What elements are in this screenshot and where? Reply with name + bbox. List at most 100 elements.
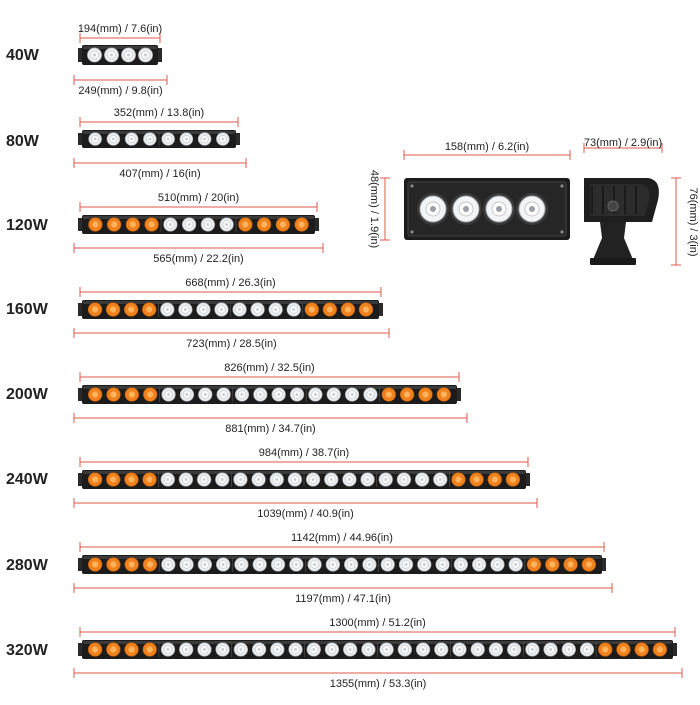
bar-120w-amber-led-icon-10-core [279, 221, 286, 228]
bar-280w-amber-led-icon-0 [88, 557, 103, 572]
bar-120w-amber-led-icon-1-core [111, 221, 118, 228]
bar-320w-amber-led-icon-0-core [92, 646, 99, 653]
bar-280w-amber-led-icon-26-core [567, 561, 574, 568]
bar-120w-white-led-icon-4-core [168, 222, 172, 227]
bar-280w-housing-highlight [83, 556, 601, 559]
bar-280w-white-led-icon-6 [197, 557, 212, 572]
bar-160w-amber-led-icon-12 [304, 302, 319, 317]
bar-320w-amber-led-icon-28-core [602, 646, 609, 653]
bar-120w-end-cap-left [78, 218, 84, 231]
bar-280w-amber-led-icon-1-core [110, 561, 117, 568]
bar-200w-white-led-icon-7 [216, 387, 231, 402]
bar-280w-white-led-icon-10-core [276, 562, 280, 567]
bar-280w-white-led-icon-19 [435, 557, 450, 572]
bar-200w-amber-led-icon-19 [436, 387, 451, 402]
wattage-label-240w: 240W [6, 471, 48, 488]
wattage-label-280w: 280W [6, 557, 48, 574]
bar-120w-bottom-dimension [73, 243, 324, 253]
bar-200w-amber-led-icon-1 [106, 387, 121, 402]
bar-320w-white-led-icon-17 [397, 642, 412, 657]
bar-40w-white-led-icon-0 [87, 47, 102, 63]
bar-280w-white-led-icon-14-core [349, 562, 353, 567]
bar-320w-amber-led-icon-29 [616, 642, 631, 657]
bar-320w-white-led-icon-15-core [366, 647, 370, 652]
bar-240w-white-led-icon-6 [196, 472, 212, 487]
bar-280w-amber-led-icon-1 [106, 557, 121, 572]
bar-320w-white-led-icon-4 [160, 642, 176, 657]
bar-280w-amber-led-icon-25 [545, 557, 560, 572]
bar-280w-white-led-icon-8-core [239, 562, 243, 567]
bar-240w-bottom-dimension-label: 1039(mm) / 40.9(in) [257, 508, 354, 520]
detail-side-height-label: 76(mm) / 3(in) [687, 187, 699, 256]
bar-320w-white-led-icon-6-core [202, 647, 206, 652]
bar-320w-white-led-icon-16 [379, 642, 394, 657]
detail-side-width-dimension [583, 143, 663, 153]
bar-280w-amber-led-icon-3 [142, 557, 158, 572]
bar-200w-white-led-icon-12-core [313, 392, 317, 397]
bar-280w-white-led-icon-8 [234, 557, 249, 572]
bar-320w-amber-led-icon-30 [634, 642, 649, 657]
bar-200w-amber-led-icon-1-core [110, 391, 117, 398]
bar-280w-white-led-icon-23 [508, 557, 523, 572]
bar-160w-white-led-icon-11-core [292, 307, 296, 312]
bar-320w-white-led-icon-21-core [476, 647, 480, 652]
bar-80w-white-led-icon-5-core [184, 137, 188, 141]
bar-320w-white-led-icon-12 [306, 642, 321, 657]
bar-160w-amber-led-icon-0 [87, 302, 103, 317]
bar-200w-amber-led-icon-0-core [92, 391, 99, 398]
bar-280w-end-cap-right [600, 558, 606, 571]
bar-320w-white-led-icon-7 [215, 642, 230, 657]
bar-200w-bottom-dimension-label: 881(mm) / 34.7(in) [225, 423, 315, 435]
bar-200w-white-led-icon-5-core [185, 392, 189, 397]
bar-320w-amber-led-icon-29-core [620, 646, 627, 653]
detail-side-foot [590, 258, 636, 265]
bar-240w-amber-led-icon-1-core [110, 476, 117, 483]
bar-280w-top-dimension-label: 1142(mm) / 44.96(in) [291, 532, 393, 544]
bar-320w-white-led-icon-17-core [403, 647, 407, 652]
bar-160w-amber-led-icon-1 [105, 302, 121, 317]
bar-160w-white-led-icon-4-core [165, 307, 169, 312]
bar-280w-white-led-icon-12-core [313, 562, 317, 567]
bar-200w-white-led-icon-10 [271, 387, 286, 402]
bar-80w-white-led-icon-1-core [111, 137, 115, 141]
bar-200w-amber-led-icon-19-core [440, 391, 447, 398]
bar-320w-white-led-icon-16-core [385, 647, 389, 652]
bar-200w-amber-led-icon-16-core [385, 391, 392, 398]
bar-280w-amber-led-icon-0-core [92, 561, 99, 568]
bar-160w-white-led-icon-5-core [183, 307, 187, 312]
bar-120w-amber-led-icon-9-core [261, 221, 268, 228]
bar-120w-white-led-icon-7-core [225, 222, 229, 227]
bar-240w-amber-led-icon-2-core [128, 476, 135, 483]
detail-front-view-led-module-icon [404, 178, 570, 240]
bar-240w-bottom-dimension [73, 498, 538, 508]
bar-320w-white-led-icon-25-core [549, 647, 553, 652]
bar-40w-housing [82, 45, 158, 65]
bar-280w-end-cap-left [78, 558, 84, 571]
bar-320w-white-led-icon-24-core [530, 647, 534, 652]
wattage-label-120w: 120W [6, 217, 48, 234]
bar-320w-bottom-dimension [73, 668, 683, 678]
bar-280w-white-led-icon-14 [344, 557, 359, 572]
bar-280w-white-led-icon-5-core [185, 562, 189, 567]
bar-320w-end-cap-right [671, 643, 677, 656]
bar-200w-amber-led-icon-18-core [422, 391, 429, 398]
bar-200w-amber-led-icon-3 [143, 387, 158, 402]
bar-80w-top-dimension [79, 117, 239, 127]
bar-240w-amber-led-icon-20 [451, 472, 466, 487]
bar-240w-white-led-icon-10-core [275, 477, 279, 482]
detail-led-chip-2 [496, 206, 502, 212]
bar-240w-white-led-icon-8-core [238, 477, 242, 482]
bar-160w-white-led-icon-4 [160, 302, 175, 317]
bar-200w-amber-led-icon-2-core [128, 391, 135, 398]
bar-120w-top-dimension [79, 202, 318, 212]
bar-320w-amber-led-icon-1-core [110, 646, 117, 653]
bar-280w-housing [82, 555, 602, 574]
bar-80w-white-led-icon-4-core [166, 137, 170, 141]
bar-160w-amber-led-icon-14 [340, 302, 356, 317]
bar-120w-amber-led-icon-11-core [298, 221, 305, 228]
bar-160w-end-cap-left [78, 303, 84, 316]
bar-160w-amber-led-icon-13-core [326, 306, 333, 313]
bar-240w-amber-led-icon-22-core [491, 476, 498, 483]
bar-320w-amber-led-icon-31 [652, 642, 668, 657]
